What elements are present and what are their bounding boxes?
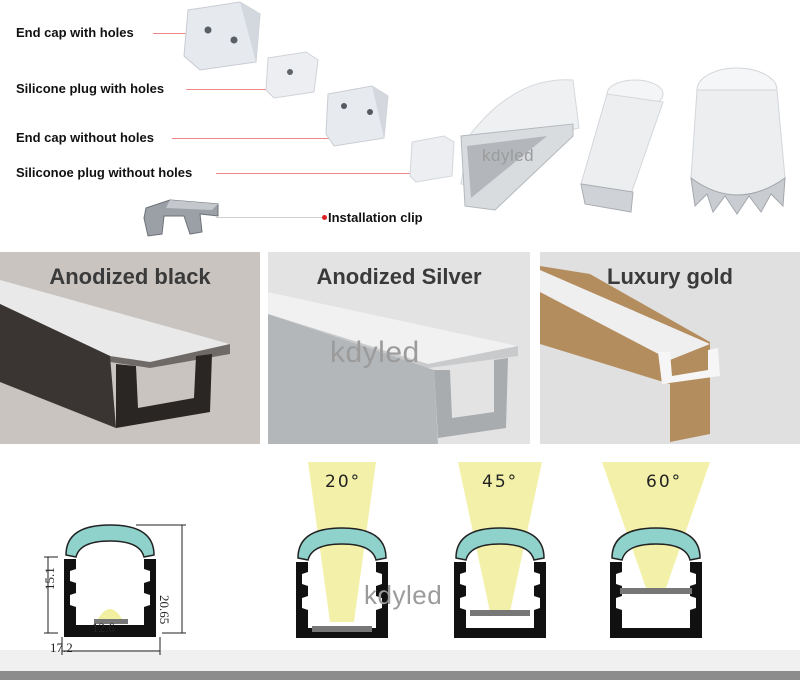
beam-angle-60: 60°: [646, 472, 683, 492]
silicone-plug-with-holes-image: [265, 51, 319, 99]
label-silicone-plug-with-holes: Silicone plug with holes: [16, 81, 165, 96]
watermark: kdyled: [482, 146, 535, 165]
finish-label-gold: Luxury gold: [607, 264, 733, 289]
silver-profile-image: [268, 292, 518, 444]
label-silicone-plug-without-holes: Siliconoe plug without holes: [16, 165, 193, 180]
dim-height-inner: 15.1: [42, 567, 57, 590]
end-cap-with-holes-image: [183, 1, 261, 71]
dim-strip-width: 12.6: [92, 620, 115, 635]
dim-width: 17.2: [50, 640, 73, 655]
leader-line: [186, 87, 273, 92]
beam-diagram-20: [296, 462, 388, 638]
watermark: kdyled: [330, 336, 420, 369]
silicone-plug-without-holes-image: [409, 135, 455, 183]
profile-renders-image: [460, 67, 786, 215]
beam-diagram-45: [454, 462, 546, 638]
dim-height-total: 20.65: [157, 595, 172, 625]
beam-angle-20: 20°: [325, 472, 362, 492]
finish-label-black: Anodized black: [49, 264, 211, 289]
base-band: [0, 671, 800, 680]
finish-label-silver: Anodized Silver: [316, 264, 482, 289]
finish-panel-gold: Luxury gold: [540, 252, 800, 444]
leader-line: [216, 215, 327, 220]
label-end-cap-without-holes: End cap without holes: [16, 130, 154, 145]
end-cap-without-holes-image: [325, 85, 389, 147]
finish-panel-silver: Anodized Silver: [268, 252, 530, 444]
leader-line: [216, 171, 415, 176]
dimension-cross-section: [44, 524, 186, 655]
leader-line: [172, 136, 337, 141]
installation-clip-image: [143, 199, 219, 237]
label-installation-clip: Installation clip: [328, 210, 423, 225]
finish-panel-black: Anodized black: [0, 252, 260, 444]
label-end-cap-with-holes: End cap with holes: [16, 25, 134, 40]
beam-diagram-60: [602, 462, 710, 638]
black-profile-image: [0, 280, 230, 428]
watermark: kdyled: [364, 580, 443, 610]
beam-angle-45: 45°: [482, 472, 519, 492]
gold-profile-image: [540, 266, 720, 442]
